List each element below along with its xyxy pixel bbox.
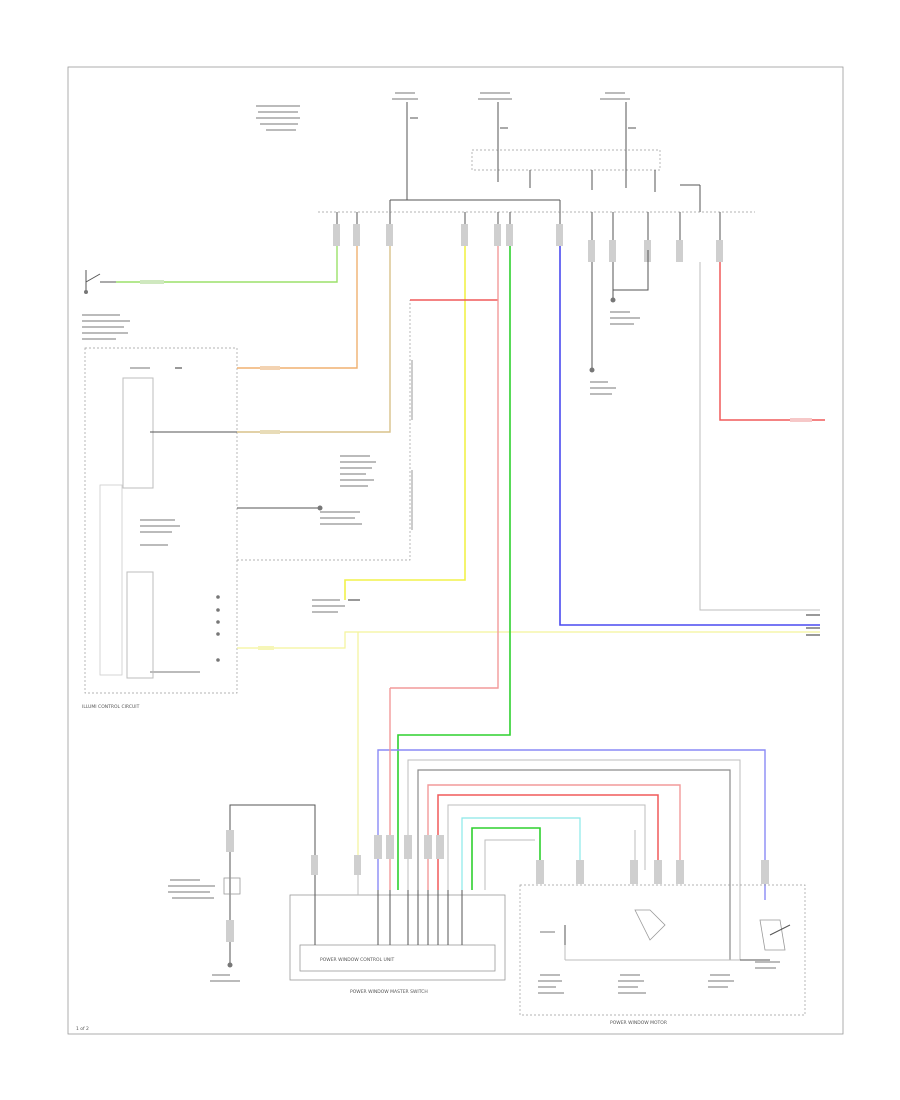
wire-yellow-long	[237, 631, 820, 649]
wire-grey-dash	[237, 300, 411, 561]
diagram-frame	[67, 66, 844, 1035]
power-window-motor: POWER WINDOW MOTOR	[519, 884, 806, 1026]
control-unit-label: POWER WINDOW CONTROL UNIT	[320, 957, 395, 963]
wire-tan	[237, 246, 391, 433]
ground-labels	[590, 311, 640, 395]
wire-pink	[390, 246, 499, 689]
wire-green-main	[397, 246, 511, 890]
power-source-blocks	[389, 102, 701, 212]
lower-connector-stubs	[311, 835, 769, 884]
yellow-junction	[312, 599, 360, 613]
center-labels	[340, 360, 413, 530]
wire-grey-right	[699, 262, 820, 611]
power-window-master-switch: POWER WINDOW CONTROL UNIT POWER WINDOW M…	[289, 875, 506, 995]
wire-orange	[237, 246, 358, 369]
left-bottom-sensor	[168, 804, 316, 982]
left-switch	[84, 270, 116, 294]
motor-label: POWER WINDOW MOTOR	[610, 1020, 667, 1026]
top-labels	[256, 92, 630, 131]
left-module-label: ILLUMI CONTROL CIRCUIT	[82, 704, 140, 710]
wire-green-top	[116, 246, 338, 283]
wire-yellow-main	[344, 246, 466, 600]
wire-red-right	[719, 262, 825, 421]
left-module: ILLUMI CONTROL CIRCUIT	[82, 314, 238, 710]
lower-harness	[377, 688, 766, 960]
footer-code: 1 of 2	[76, 1026, 89, 1032]
bus-connector-stubs	[333, 212, 723, 373]
wire-blue-main	[559, 246, 820, 626]
master-switch-label: POWER WINDOW MASTER SWITCH	[350, 989, 428, 995]
